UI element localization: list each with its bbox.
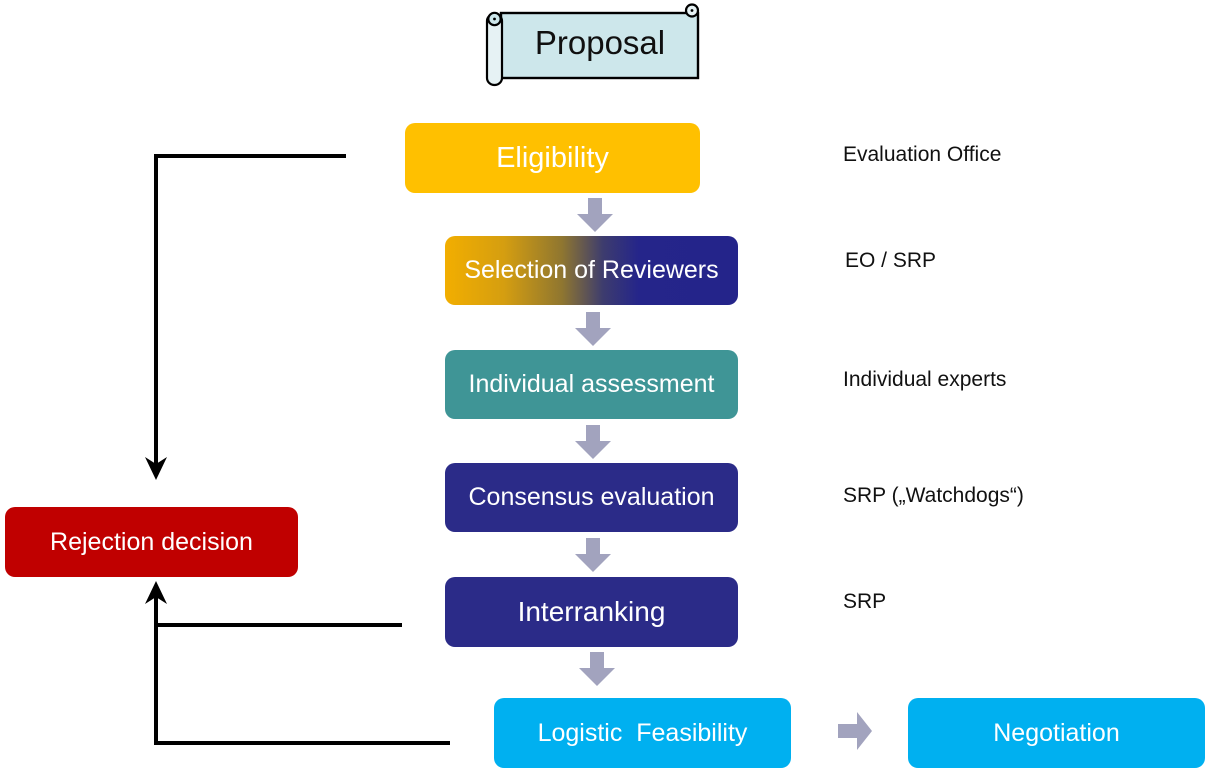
flow-down-arrow-icon — [579, 652, 615, 686]
flow-down-arrow-icon — [575, 425, 611, 459]
step-box-consensus-evaluation: Consensus evaluation — [445, 463, 738, 532]
step-label: Eligibility — [496, 141, 609, 174]
arrowhead-down-icon — [145, 457, 167, 480]
actor-label-individual-experts: Individual experts — [843, 368, 1007, 391]
step-label: Logistic Feasibility — [537, 718, 748, 747]
flow-down-arrow-icon — [575, 538, 611, 572]
step-box-selection-of-reviewers: Selection of Reviewers — [445, 236, 738, 305]
flow-down-arrow-icon — [577, 198, 613, 232]
rejection-decision-box: Rejection decision — [5, 507, 298, 577]
flow-right-arrow-icon — [838, 712, 872, 750]
actor-label-srp-watchdogs: SRP („Watchdogs“) — [843, 484, 1024, 507]
reject-line-from-eligibility — [154, 154, 346, 474]
actor-label-srp: SRP — [843, 590, 887, 613]
actor-label-eo-srp: EO / SRP — [845, 249, 937, 272]
step-label: Individual assessment — [468, 370, 715, 398]
step-box-logistic-feasibility: Logistic Feasibility — [494, 698, 791, 768]
actor-label-evaluation-office: Evaluation Office — [843, 143, 1002, 166]
scroll-curl-dot — [690, 9, 694, 12]
scroll-body — [499, 11, 700, 80]
flow-down-arrow-icon — [575, 312, 611, 346]
arrowhead-up-icon — [145, 581, 167, 604]
step-label: Rejection decision — [50, 527, 253, 556]
step-box-eligibility: Eligibility — [405, 123, 700, 193]
proposal-scroll-shape — [485, 3, 700, 87]
reject-line-from-logistic — [154, 587, 450, 745]
negotiation-box: Negotiation — [908, 698, 1205, 768]
proposal-title: Proposal — [534, 24, 666, 61]
step-box-individual-assessment: Individual assessment — [445, 350, 738, 419]
step-label: Consensus evaluation — [468, 483, 715, 511]
scroll-curl-dot — [493, 17, 496, 21]
step-label: Selection of Reviewers — [464, 256, 719, 284]
step-label: Negotiation — [993, 718, 1120, 747]
step-label: Interranking — [517, 596, 666, 627]
step-box-interranking: Interranking — [445, 577, 738, 647]
